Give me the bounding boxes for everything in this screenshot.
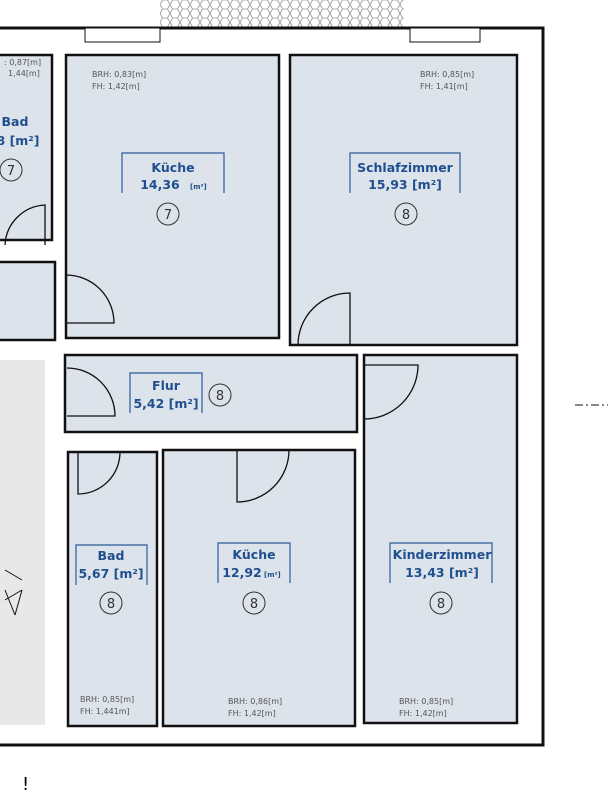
- svg-text:15,93 [m²]: 15,93 [m²]: [368, 177, 442, 192]
- svg-text:[m²]: [m²]: [264, 571, 281, 579]
- hall-left: [0, 260, 57, 342]
- room-bad-bottom: Bad 5,67 [m²] 8 BRH: 0,85[m] FH: 1,441m]: [66, 450, 159, 728]
- svg-text:Bad: Bad: [98, 548, 125, 563]
- svg-text:Küche: Küche: [151, 160, 194, 175]
- stairwell: [0, 360, 45, 725]
- room-schlafzimmer: BRH: 0,85[m] FH: 1,41[m] Schlafzimmer 15…: [288, 53, 519, 347]
- svg-text:BRH: 0,85[m]: BRH: 0,85[m]: [399, 697, 453, 706]
- svg-text:FH: 1,42[m]: FH: 1,42[m]: [92, 82, 140, 91]
- svg-text:FH: 1,42[m]: FH: 1,42[m]: [228, 709, 276, 718]
- outer-wall: [0, 26, 545, 747]
- svg-text:Bad: Bad: [2, 114, 29, 129]
- svg-text:8: 8: [402, 208, 410, 223]
- room-kinderzimmer: Kinderzimmer 13,43 [m²] 8 BRH: 0,85[m] F…: [362, 353, 519, 725]
- svg-text:8 [m²]: 8 [m²]: [0, 133, 39, 148]
- svg-text:FH: 1,441m]: FH: 1,441m]: [80, 707, 130, 716]
- svg-text:8: 8: [437, 597, 445, 612]
- room-bad-top: : 0,87[m] 1,44[m] Bad 8 [m²] 7: [0, 53, 54, 246]
- window: [409, 27, 481, 43]
- svg-text:Küche: Küche: [232, 547, 275, 562]
- svg-text:FH: 1,42[m]: FH: 1,42[m]: [399, 709, 447, 718]
- svg-text:5,42 [m²]: 5,42 [m²]: [133, 396, 198, 411]
- svg-text:BRH: 0,86[m]: BRH: 0,86[m]: [228, 697, 282, 706]
- svg-text:FH: 1,41[m]: FH: 1,41[m]: [420, 82, 468, 91]
- stairs-icon: [4, 569, 23, 616]
- svg-text:8: 8: [107, 597, 115, 612]
- svg-text:7: 7: [7, 164, 15, 179]
- window: [84, 27, 161, 43]
- room-flur: Flur 5,42 [m²] 8: [63, 353, 359, 434]
- svg-text:1,44[m]: 1,44[m]: [8, 69, 40, 78]
- svg-text:5,67 [m²]: 5,67 [m²]: [78, 566, 143, 581]
- svg-text:8: 8: [216, 389, 224, 404]
- svg-text:[m²]: [m²]: [190, 183, 207, 191]
- balcony-hatch: [160, 0, 404, 28]
- svg-text:Kinderzimmer: Kinderzimmer: [393, 547, 493, 562]
- svg-text:: 0,87[m]: : 0,87[m]: [4, 58, 41, 67]
- svg-text:Schlafzimmer: Schlafzimmer: [357, 160, 454, 175]
- svg-text:Flur: Flur: [152, 378, 181, 393]
- svg-text:8: 8: [250, 597, 258, 612]
- room-kueche-top: BRH: 0,83[m] FH: 1,42[m] Küche 14,36 [m²…: [64, 53, 281, 340]
- svg-text:BRH: 0,85[m]: BRH: 0,85[m]: [80, 695, 134, 704]
- room-kueche-bottom: Küche 12,92 [m²] 8 BRH: 0,86[m] FH: 1,42…: [161, 448, 357, 728]
- marker: !: [22, 774, 29, 795]
- svg-text:12,92: 12,92: [222, 565, 262, 580]
- svg-text:7: 7: [164, 208, 172, 223]
- svg-text:14,36: 14,36: [140, 177, 180, 192]
- svg-text:BRH: 0,85[m]: BRH: 0,85[m]: [420, 70, 474, 79]
- svg-text:13,43 [m²]: 13,43 [m²]: [405, 565, 479, 580]
- svg-text:BRH: 0,83[m]: BRH: 0,83[m]: [92, 70, 146, 79]
